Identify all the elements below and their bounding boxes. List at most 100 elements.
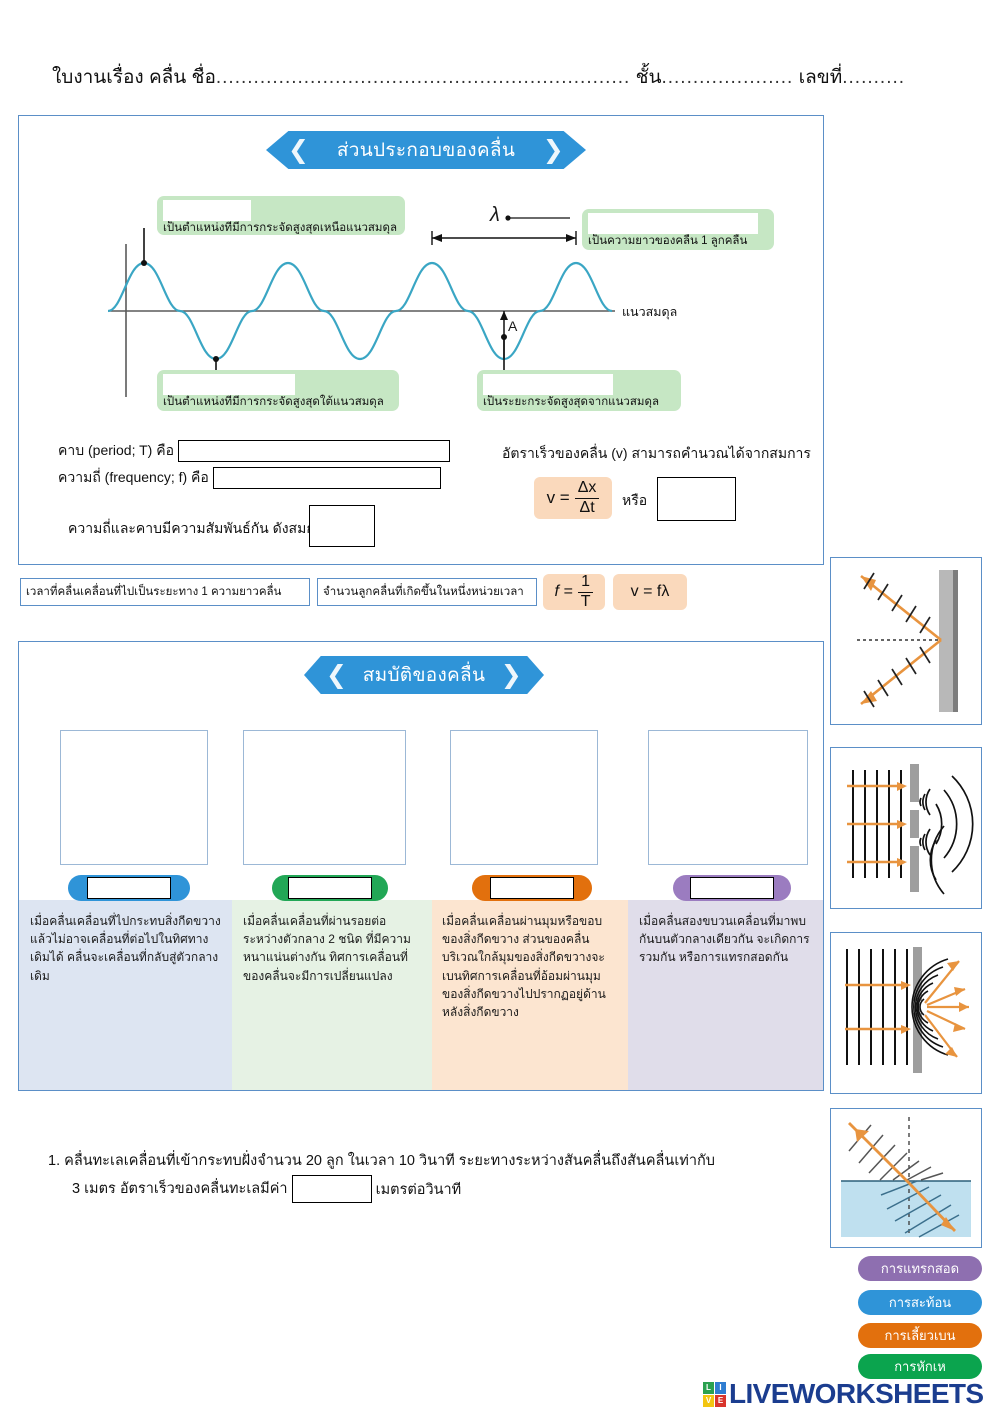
speed-formula-lhs: v = [546, 488, 570, 507]
logo-tile-i: I [715, 1381, 726, 1394]
property-answer-input-3[interactable] [490, 877, 574, 899]
logo-wordmark: LIVEWORKSHEETS [729, 1378, 984, 1409]
logo-tiles: L I V E [703, 1381, 726, 1407]
frequency-row: ความถี่ (frequency; f) คือ [58, 467, 441, 490]
trough-label: เป็นตำแหน่งที่มีการกระจัดสูงสุดใต้แนวสมด… [157, 370, 399, 411]
relation-answer-input[interactable] [309, 505, 375, 547]
figure-diffraction[interactable] [830, 932, 982, 1094]
chevron-left-icon: ❮ [326, 661, 348, 689]
frequency-answer-input[interactable] [212, 467, 441, 490]
amplitude-label-text: เป็นระยะกระจัดสูงสุดจากแนวสมดุล [483, 396, 660, 408]
wordbank-formula-f[interactable]: f = 1 T [543, 573, 605, 610]
crest-label: เป็นตำแหน่งที่มีการกระจัดสูงสุดเหนือแนวส… [157, 196, 405, 235]
speed-formula-fraction: Δx Δt [574, 479, 600, 516]
trough-answer-input[interactable] [163, 374, 295, 395]
column-bg-diffraction [432, 900, 628, 1090]
diffraction-diagram-svg [845, 947, 969, 1073]
speed-formula-numerator: Δx [574, 479, 600, 499]
period-row: คาบ (period; T) คือ [58, 440, 450, 463]
worksheet-title: ใบงานเรื่อง คลื่น ชื่อ [52, 67, 216, 88]
number-label: เลขที่ [798, 67, 843, 88]
speed-formula: v = Δx Δt [534, 477, 612, 519]
column-bg-refraction [232, 900, 432, 1090]
reflection-diagram-svg [857, 570, 958, 712]
answer-option-diffraction[interactable]: การเลี้ยวเบน [858, 1323, 982, 1348]
column-bg-reflection [19, 900, 232, 1090]
speed-alt-formula-input[interactable] [657, 477, 736, 521]
drop-zone-3[interactable] [450, 730, 598, 865]
property-answer-input-1[interactable] [87, 877, 171, 899]
wordbank-item-frequency-label: จำนวนลูกคลื่นที่เกิดขึ้นในหนึ่งหน่วยเวลา [323, 586, 524, 598]
drop-zone-2[interactable] [243, 730, 406, 865]
answer-option-interference-label: การแทรกสอด [880, 1261, 960, 1276]
wordbank-formula-v[interactable]: v = fλ [613, 574, 687, 610]
banner-label: สมบัติของคลื่น [362, 665, 486, 686]
frequency-label: ความถี่ (frequency; f) คือ [58, 469, 209, 485]
property-pill-3 [472, 875, 592, 901]
property-answer-input-2[interactable] [288, 877, 372, 899]
answer-option-reflection-label: การสะท้อน [888, 1295, 952, 1310]
question-line-2a: 3 เมตร อัตราเร็วของคลื่นทะเลมีค่า [72, 1181, 288, 1198]
answer-option-interference[interactable]: การแทรกสอด [858, 1256, 982, 1281]
or-label: หรือ [622, 492, 648, 508]
logo-tile-e: E [715, 1394, 726, 1407]
period-label: คาบ (period; T) คือ [58, 442, 174, 458]
relation-label: ความถี่และคาบมีความสัมพันธ์กัน ดังสมการ [68, 520, 331, 536]
crest-label-text: เป็นตำแหน่งที่มีการกระจัดสูงสุดเหนือแนวส… [163, 222, 398, 234]
chevron-left-icon: ❮ [288, 136, 310, 164]
drop-zone-4[interactable] [648, 730, 808, 865]
chevron-right-icon: ❯ [500, 661, 522, 689]
question-line-1: คลื่นทะเลเคลื่อนที่เข้ากระทบฝั่งจำนวน 20… [64, 1153, 715, 1169]
speed-label-row: อัตราเร็วของคลื่น (v) สามารถคำนวณได้จากส… [502, 443, 811, 465]
period-answer-input[interactable] [177, 440, 450, 463]
relation-row: ความถี่และคาบมีความสัมพันธ์กัน ดังสมการ [68, 518, 330, 540]
liveworksheets-logo: L I V E LIVEWORKSHEETS [703, 1378, 984, 1410]
drop-zone-1[interactable] [60, 730, 208, 865]
chevron-right-icon: ❯ [542, 136, 564, 164]
class-dots: ..................... [661, 67, 794, 88]
page-title: ใบงานเรื่อง คลื่น ชื่อ..................… [52, 62, 932, 92]
property-pill-1 [68, 875, 190, 901]
interference-diagram-svg [847, 764, 974, 895]
question-number: 1. [48, 1153, 61, 1169]
amplitude-symbol: A [508, 318, 518, 334]
refraction-diagram-svg [841, 1117, 971, 1238]
name-dots: ........................................… [215, 67, 631, 88]
question-answer-input[interactable] [291, 1174, 372, 1203]
crest-answer-input[interactable] [163, 200, 251, 221]
amplitude-label: เป็นระยะกระจัดสูงสุดจากแนวสมดุล [477, 370, 681, 411]
property-description-1: เมื่อคลื่นเคลื่อนที่ไปกระทบสิ่งกีดขวางแล… [30, 914, 221, 983]
property-pill-4 [673, 875, 791, 901]
class-label: ชั้น [635, 67, 662, 88]
wave-diagram: แนวสมดุล λ A [100, 192, 700, 442]
wavelength-label-text: เป็นความยาวของคลื่น 1 ลูกคลื่น [588, 235, 748, 247]
lambda-symbol: λ [490, 204, 500, 226]
wordbank-item-frequency[interactable]: จำนวนลูกคลื่นที่เกิดขึ้นในหนึ่งหน่วยเวลา [317, 578, 537, 606]
figure-interference[interactable] [830, 747, 982, 909]
trough-label-text: เป็นตำแหน่งที่มีการกระจัดสูงสุดใต้แนวสมด… [163, 396, 384, 408]
equilibrium-axis-label: แนวสมดุล [622, 305, 678, 319]
wave-properties-banner: ❮ สมบัติของคลื่น ❯ [304, 656, 544, 694]
property-description-4: เมื่อคลื่นสองขบวนเคลื่อนที่มาพบกันบนตัวก… [639, 914, 810, 965]
wordbank-item-period-label: เวลาที่คลื่นเคลื่อนที่ไปเป็นระยะทาง 1 คว… [26, 586, 282, 598]
formula-v-label: v = fλ [630, 583, 670, 600]
wordbank-item-period[interactable]: เวลาที่คลื่นเคลื่อนที่ไปเป็นระยะทาง 1 คว… [20, 578, 310, 606]
logo-tile-v: V [703, 1394, 714, 1407]
speed-label: อัตราเร็วของคลื่น (v) สามารถคำนวณได้จากส… [502, 445, 811, 461]
amplitude-answer-input[interactable] [483, 374, 613, 395]
formula-f-lhs: f = [554, 583, 573, 600]
question-1: 1. คลื่นทะเลเคลื่อนที่เข้ากระทบฝั่งจำนวน… [48, 1148, 838, 1204]
formula-f-denominator: T [580, 592, 591, 610]
wavelength-label: เป็นความยาวของคลื่น 1 ลูกคลื่น [582, 209, 774, 250]
answer-option-reflection[interactable]: การสะท้อน [858, 1290, 982, 1315]
figure-reflection[interactable] [830, 557, 982, 725]
figure-refraction[interactable] [830, 1108, 982, 1248]
answer-option-refraction[interactable]: การหักเห [858, 1354, 982, 1379]
column-bg-interference [628, 900, 823, 1090]
answer-option-diffraction-label: การเลี้ยวเบน [884, 1328, 956, 1343]
wave-graph-svg [107, 215, 615, 397]
wavelength-answer-input[interactable] [588, 213, 758, 234]
number-dots: .......... [842, 67, 906, 88]
answer-option-refraction-label: การหักเห [894, 1359, 946, 1374]
property-answer-input-4[interactable] [690, 877, 774, 899]
